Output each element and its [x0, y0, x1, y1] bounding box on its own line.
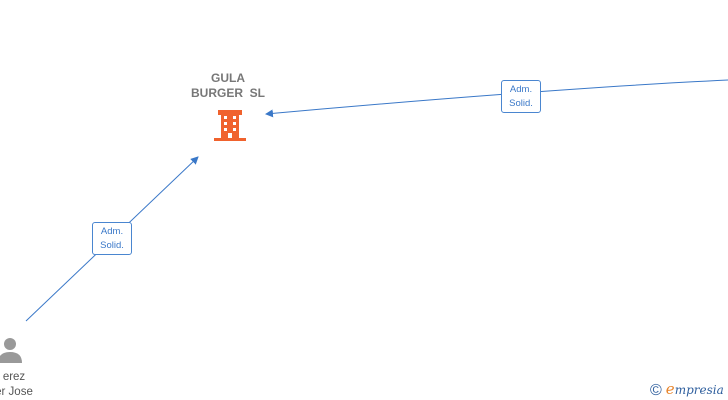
edge-label-person[interactable]: Adm. Solid. [92, 222, 132, 255]
company-name-line2: BURGER SL [190, 86, 265, 100]
copyright-icon: © [650, 382, 662, 399]
edge-label-type: Solid. [100, 240, 124, 251]
person-name[interactable]: erez er Jose [0, 370, 48, 400]
company-name[interactable]: GULA BURGER SL [178, 71, 278, 101]
edge-label-role: Adm. [509, 84, 533, 95]
edge-label-role: Adm. [100, 226, 124, 237]
brand-logo-initial: e [665, 380, 675, 398]
person-icon[interactable] [0, 338, 22, 363]
company-name-line1: GULA [211, 71, 245, 85]
edge-label-type: Solid. [509, 98, 533, 109]
building-icon[interactable] [214, 110, 246, 141]
brand-logo-text: mpresia [674, 383, 724, 397]
brand-watermark: ©empresia [650, 380, 724, 400]
edge-label-right[interactable]: Adm. Solid. [501, 80, 541, 113]
person-name-line2: er Jose [0, 386, 33, 398]
edge-line-right [265, 79, 728, 118]
person-name-line1: erez [2, 371, 26, 383]
